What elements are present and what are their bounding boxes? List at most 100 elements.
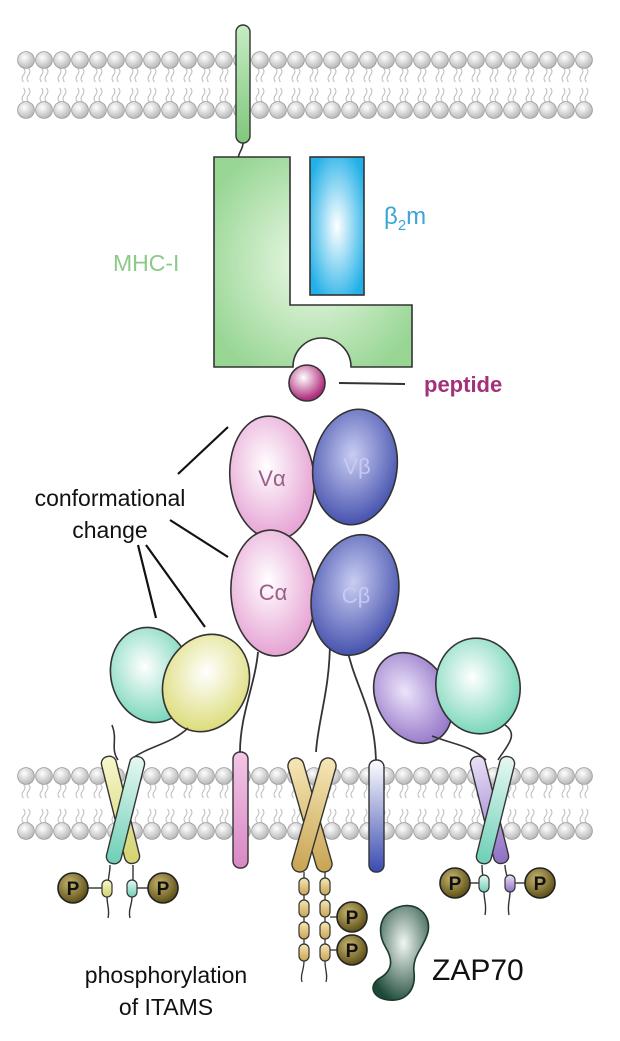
lipid-head xyxy=(431,822,449,840)
c-beta-domain xyxy=(310,533,400,657)
lipid-head xyxy=(575,101,593,119)
lipid-head xyxy=(485,101,503,119)
lipid-head xyxy=(287,101,305,119)
lipid-head xyxy=(557,822,575,840)
lipid-head xyxy=(53,822,71,840)
lipid-head xyxy=(35,767,53,785)
lipid-head xyxy=(449,822,467,840)
cd3-epsilon-right xyxy=(435,637,521,735)
lipid-head xyxy=(53,101,71,119)
conformational-change-label-line2: change xyxy=(72,517,147,543)
lipid-head xyxy=(449,767,467,785)
lipid-head xyxy=(557,101,575,119)
lipid-head xyxy=(179,822,197,840)
lipid-head xyxy=(269,51,287,69)
lipid-head xyxy=(341,822,359,840)
lipid-head xyxy=(557,51,575,69)
zap70-kinase xyxy=(372,904,430,1001)
lipid-head xyxy=(539,101,557,119)
lipid-head xyxy=(305,51,323,69)
lipid-head xyxy=(377,51,395,69)
lipid-head xyxy=(557,767,575,785)
lipid-head xyxy=(89,822,107,840)
lipid-head xyxy=(413,51,431,69)
lipid-head xyxy=(71,101,89,119)
lipid-head xyxy=(485,51,503,69)
lipid-head xyxy=(359,101,377,119)
lipid-head xyxy=(575,822,593,840)
lipid-head xyxy=(575,767,593,785)
lipid-head xyxy=(71,51,89,69)
lipid-head xyxy=(107,101,125,119)
peptide-label: peptide xyxy=(424,372,502,397)
bottom-membrane xyxy=(17,767,593,840)
lipid-head xyxy=(269,767,287,785)
lipid-head xyxy=(251,101,269,119)
c-beta-label: Cβ xyxy=(342,583,371,608)
lipid-head xyxy=(89,51,107,69)
lipid-head xyxy=(539,767,557,785)
peptide-ball xyxy=(288,364,326,402)
tcr-connecting-peptides xyxy=(239,639,377,761)
beta2m-label: β2m xyxy=(384,203,426,234)
lipid-head xyxy=(17,822,35,840)
tcr-beta-transmembrane xyxy=(368,759,385,873)
peptide-pointer-line xyxy=(338,382,406,385)
lipid-head xyxy=(431,101,449,119)
phosphate-label: P xyxy=(449,874,462,895)
phosphate-label: P xyxy=(534,874,547,895)
lipid-head xyxy=(161,767,179,785)
c-alpha-label: Cα xyxy=(259,580,288,605)
lipid-head xyxy=(197,822,215,840)
lipid-head xyxy=(539,51,557,69)
lipid-head xyxy=(395,101,413,119)
lipid-head xyxy=(161,51,179,69)
phosphate-label: P xyxy=(346,941,359,962)
lipid-head xyxy=(395,51,413,69)
lipid-head xyxy=(161,101,179,119)
phosphate-label: P xyxy=(157,879,170,900)
lipid-head xyxy=(341,767,359,785)
lipid-head xyxy=(53,767,71,785)
lipid-head xyxy=(413,767,431,785)
lipid-head xyxy=(143,101,161,119)
right-cd3-complex xyxy=(372,637,527,916)
lipid-head xyxy=(143,767,161,785)
mhc-i-heavy-chain xyxy=(213,156,413,368)
lipid-head xyxy=(521,767,539,785)
beta2-microglobulin xyxy=(309,156,365,296)
lipid-head xyxy=(215,101,233,119)
v-beta-label: Vβ xyxy=(343,454,370,479)
lipid-head xyxy=(395,767,413,785)
lipid-head xyxy=(323,101,341,119)
lipid-head xyxy=(35,101,53,119)
lipid-head xyxy=(503,51,521,69)
lipid-head xyxy=(521,101,539,119)
phosphate-zeta-2: P xyxy=(336,934,368,966)
lipid-head xyxy=(179,101,197,119)
lipid-head xyxy=(287,51,305,69)
left-cd3-complex xyxy=(88,626,251,919)
lipid-head xyxy=(467,51,485,69)
lipid-head xyxy=(197,767,215,785)
cd3-gamma-left xyxy=(161,633,251,733)
phosphate-left-1: P xyxy=(57,872,89,904)
conformational-change-label-line1: conformational xyxy=(35,485,186,511)
phosphate-right-2: P xyxy=(524,867,556,899)
lipid-head xyxy=(17,101,35,119)
zap70-label: ZAP70 xyxy=(432,954,524,987)
lipid-head xyxy=(179,51,197,69)
lipid-head xyxy=(359,51,377,69)
lipid-head xyxy=(449,101,467,119)
lipid-head xyxy=(53,51,71,69)
lipid-head xyxy=(215,822,233,840)
lipid-head xyxy=(575,51,593,69)
lipid-head xyxy=(125,101,143,119)
lipid-head xyxy=(323,822,341,840)
lipid-head xyxy=(215,51,233,69)
phosphorylation-label-line1: phosphorylation xyxy=(85,962,247,988)
lipid-head xyxy=(17,51,35,69)
conformational-change-lines xyxy=(136,426,229,628)
